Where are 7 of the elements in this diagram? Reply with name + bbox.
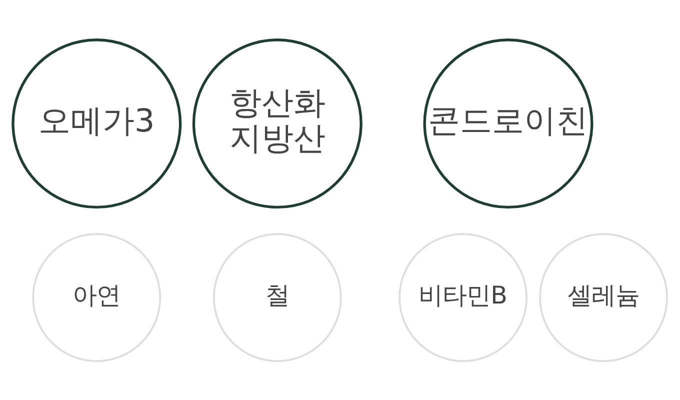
node-circle: 철 (212, 232, 342, 362)
node-circle: 비타민B (398, 232, 528, 362)
node-circle: 셀레늄 (539, 232, 668, 362)
node-circle: 오메가3 (12, 38, 182, 208)
node-circle: 항산화 지방산 (192, 38, 362, 208)
node-circle: 콘드로이친 (423, 38, 594, 208)
node-circle: 아연 (32, 232, 162, 362)
